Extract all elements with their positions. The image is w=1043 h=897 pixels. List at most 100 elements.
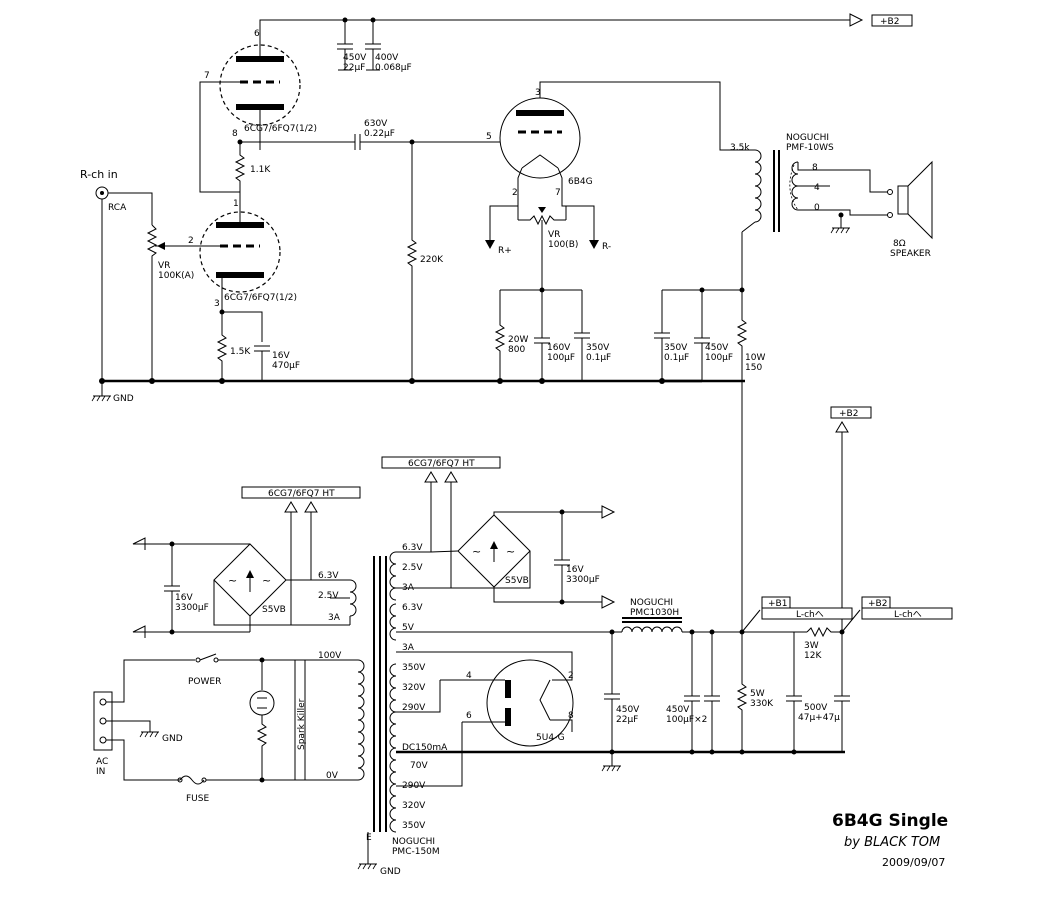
v1b-pin2: 2 [188,236,194,246]
hum-balance-vr: R+ R- VR 100(B) [485,206,611,290]
ps-c2-value: 100μF×2 [666,715,707,725]
bridge-right-name: S5VB [505,576,529,586]
b2-c1-voltage: 450V [343,53,367,63]
series-r-power: 3W [804,641,819,651]
b2-decoupling-caps: 450V 22μF 400V 0.068μF [337,17,412,73]
6b4g-pin3: 3 [535,88,541,98]
choke-maker: NOGUCHI [630,598,673,608]
pt-s-25-a: 2.5V [402,563,423,573]
ground-label: GND [113,394,134,404]
bfilter-c2-voltage: 450V [705,343,729,353]
b-filter: 350V 0.1μF 450V 100μF 10W 150 [654,232,765,632]
ps-c1-value: 22μF [616,715,638,725]
pt-s-dc: DC150mA [402,743,448,753]
v1b-pin3: 3 [214,299,220,309]
power-switch-label: POWER [188,677,221,687]
pt-s-320b: 320V [402,801,426,811]
volume-value: 100K(A) [158,271,194,281]
v1b-cathode-cap-voltage: 16V [272,351,290,361]
left-cap-voltage: 16V [175,593,193,603]
speaker: 8Ω SPEAKER [887,160,933,259]
b2-c1-value: 22μF [343,63,365,73]
rect-pin6: 6 [466,711,472,721]
right-cap-voltage: 16V [566,565,584,575]
coupling-cap: 630V 0.22μF [240,119,500,150]
bfilter-c1-value: 0.1μF [664,353,689,363]
ht-labels: 6CG7/6FQ7 HT 6CG7/6FQ7 HT [241,456,501,513]
v1b-tube-label: 6CG7/6FQ7(1/2) [224,293,297,303]
b2-top-label: +B2 [880,17,899,27]
mains-gnd-label: GND [162,734,183,744]
hum-vr-name: VR [548,230,560,240]
bias-network: 20W 800 160V 100μF 350V 0.1μF [494,287,611,381]
speaker-impedance: 8Ω [893,239,906,249]
ht-left-label: 6CG7/6FQ7 HT [268,489,335,499]
left-cap-value: 3300μF [175,603,209,613]
ot-primary: 3.5k [730,143,750,153]
ps-c1-voltage: 450V [616,705,640,715]
bias-c2-voltage: 350V [586,343,610,353]
hum-vr-value: 100(B) [548,240,578,250]
left-w3: 3A [328,613,341,623]
power-switch-icon [199,653,217,661]
bias-r-value: 800 [508,345,525,355]
pt-s-63: 6.3V [402,603,423,613]
grid-resistor: 220K [406,142,444,380]
bridge-ac-icon-3: ~ [472,545,481,558]
heater-supply-right: ~ ~ S5VB 16V 3300μF [396,482,616,609]
rectifier-tube: 4 6 2 8 5U4-G [396,631,592,787]
ot-model: PMF-10WS [786,143,834,153]
ps-c3-voltage: 500V [804,703,828,713]
bridge-ac-icon: ~ [228,574,237,587]
heater-supply-left: ~ ~ S5VB 16V 3300μF 6.3V 2.5V 3A [132,512,357,638]
pt-s-70: 70V [410,761,428,771]
rect-pin8: 8 [568,711,574,721]
pt-s-5: 5V [402,623,415,633]
pt-s-63-a: 6.3V [402,543,423,553]
choke-model: PMC1030H [630,608,679,618]
bfilter-r-power: 10W [745,353,765,363]
6b4g-pin5: 5 [486,132,492,142]
b2-tag: +B2 [868,599,887,609]
fuse-label: FUSE [186,794,209,804]
power-transformer: GND E NOGUCHI PMC-150M 100V 0V 6.3V 2.5V… [300,543,448,877]
tube-v1a: 6 7 8 6CG7/6FQ7(1/2) [199,29,317,193]
bias-r-power: 20W [508,335,528,345]
pt-prim-0: 0V [326,771,339,781]
left-w1: 6.3V [318,571,339,581]
ps-c2-voltage: 450V [666,705,690,715]
schematic-date: 2009/09/07 [882,856,945,869]
bias-c1-value: 100μF [547,353,575,363]
bfilter-c2-value: 100μF [705,353,733,363]
ot-tap8: 8 [812,163,818,173]
schematic-author: by BLACK TOM [844,835,940,850]
output-transformer: 3.5k NOGUCHI PMF-10WS 8 4 0 [730,133,888,234]
ht-right-label: 6CG7/6FQ7 HT [408,459,475,469]
bias-c2-value: 0.1μF [586,353,611,363]
b1-tag: +B1 [768,599,787,609]
6b4g-pin2: 2 [512,188,518,198]
ot-tap4: 4 [814,183,820,193]
pt-s-320a: 320V [402,683,426,693]
v1b-pin1: 1 [233,199,239,209]
ps-ground-bus [396,749,845,772]
right-cap-value: 3300μF [566,575,600,585]
pt-s-350a: 350V [402,663,426,673]
plate-resistor: 1.1K [234,139,271,192]
tube-v1b: 1 2 3 6CG7/6FQ7(1/2) [155,192,297,312]
tube-6b4g: 3 5 2 7 6B4G [486,81,755,240]
b-plus-line: NOGUCHI PMC1030H 3W 12K +B1 L-chへ +B2 L-… [592,596,953,661]
ps-c3-value: 47μ+47μ [798,713,840,723]
title-block: 6B4G Single by BLACK TOM 2009/09/07 [832,811,948,869]
lch-tag-1: L-chへ [796,610,824,620]
ground-bus: GND [91,378,745,404]
pt-e: E [366,833,372,843]
pt-prim-100: 100V [318,651,342,661]
ps-caps: 450V 22μF 450V 100μF×2 5W 330K 500V 47μ+… [604,632,850,752]
fuse-icon [179,775,205,785]
b2-top-line: +B2 [259,13,913,42]
speaker-icon [887,160,933,240]
b2-c2-value: 0.068μF [375,63,412,73]
pt-s-3a: 3A [402,643,415,653]
